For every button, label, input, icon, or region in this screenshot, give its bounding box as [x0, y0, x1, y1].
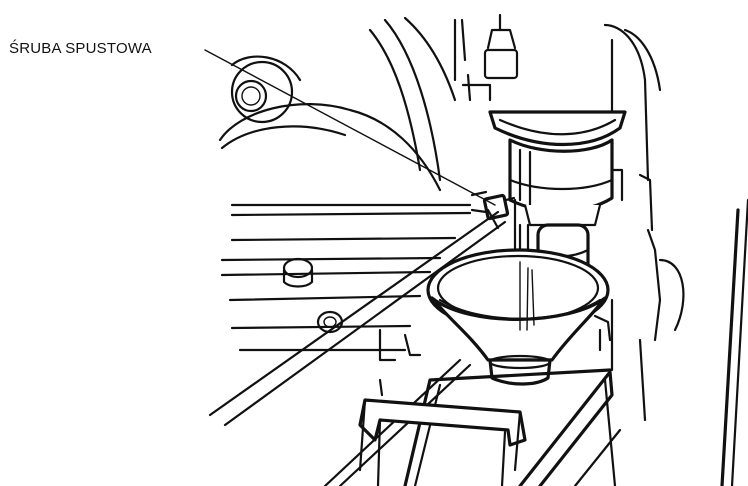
callout-label: ŚRUBA SPUSTOWA: [9, 40, 152, 57]
float-bowl: [488, 110, 627, 307]
drain-tray: [323, 358, 622, 486]
callout-leader-line: [204, 49, 496, 206]
right-frame: [603, 198, 748, 486]
screwdriver: [208, 208, 507, 427]
engine-block: [218, 16, 472, 397]
funnel: [426, 248, 612, 386]
